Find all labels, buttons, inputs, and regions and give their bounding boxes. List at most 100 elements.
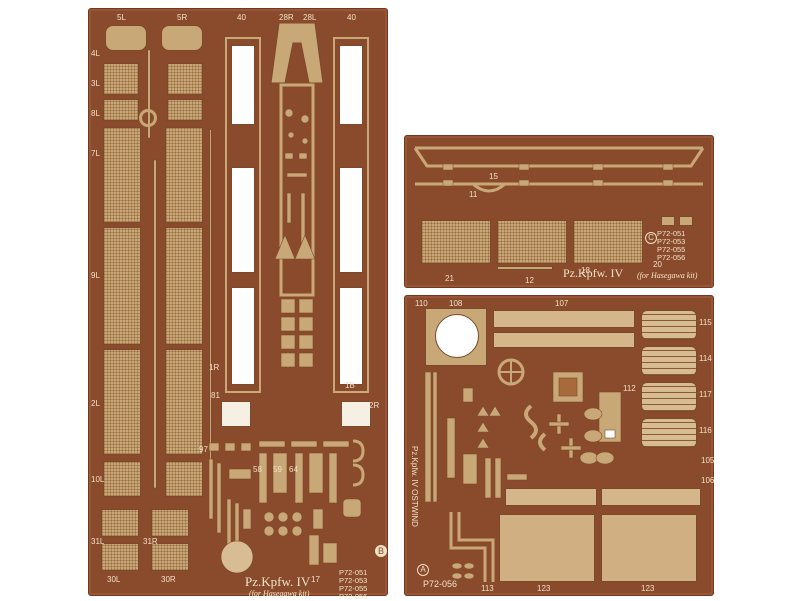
window-left-2 [231,167,255,273]
mesh-strip-right-2 [165,227,203,345]
top-right-etch-fret: 15 11 21 20 12 18 P72-051 P72-053 P72-05… [404,135,714,288]
screen-20 [497,220,567,264]
plate-10l [103,461,141,497]
label-123-b: 123 [641,584,655,593]
label-15: 15 [489,172,498,181]
mesh-strip-left-2 [103,227,141,345]
center-tapered-part [270,23,324,368]
bar-12 [497,266,553,270]
plate-3l [103,99,139,121]
mesh-strip-left-3 [103,349,141,455]
label-28r: 28R [279,13,294,22]
label-5r: 5R [177,13,188,22]
plate-bar-a [505,488,597,506]
tr-codes: P72-051 P72-053 P72-055 P72-056 [657,229,686,262]
label-11: 11 [469,190,478,199]
label-2r: 2R [369,401,380,410]
label-3l: 3L [91,79,100,88]
label-5l: 5L [117,13,126,22]
label-59: 59 [273,465,282,474]
hole-108 [435,314,479,358]
label-40-left: 40 [237,13,246,22]
ring-part [139,109,157,127]
label-12: 12 [525,276,534,285]
label-114: 114 [699,354,712,363]
box-30r [151,543,189,571]
label-10l: 10L [91,475,105,484]
left-codes: P72-051 P72-053 P72-055 P72-056 [339,568,368,601]
label-21: 21 [445,274,454,283]
slat-114 [641,346,697,376]
label-30l: 30L [107,575,121,584]
mesh-strip-left-1 [103,127,141,223]
window-left-1 [231,45,255,125]
label-58: 58 [253,465,262,474]
mark-a: A [417,564,429,576]
label-31r: 31R [143,537,158,546]
plate-123-left [499,514,595,582]
label-17: 17 [311,575,320,584]
label-113: 113 [481,584,494,593]
label-28l: 28L [303,13,317,22]
label-64: 64 [289,465,298,474]
plate-4l [103,63,139,95]
label-31l: 31L [91,537,105,546]
screen-18 [573,220,643,264]
plate-10r [165,461,203,497]
label-8l: 8L [91,109,100,118]
bar-107-b [493,332,635,348]
window-left-3 [231,287,255,385]
br-wire-parts [449,512,495,582]
label-107: 107 [555,299,569,308]
plate-4r [167,63,203,95]
window-right-1 [339,45,363,125]
top-tab-5r [161,25,203,51]
br-code: P72-056 [423,579,458,589]
label-81: 81 [211,391,220,400]
left-subtitle: (for Hasegawa kit) [249,589,310,598]
small-parts-cluster [208,439,365,574]
top-tab-5l [105,25,147,51]
box-30l [101,543,139,571]
slat-115 [641,310,697,340]
left-etch-fret: 5L 5R 4L 3L 8L 7L 9L 2L 10L 31L 31R 30L … [88,8,388,601]
tr-title: Pz.Kpfw. IV [563,266,624,280]
frame-right [333,37,369,393]
tiny-a [661,216,675,226]
slat-116 [641,418,697,448]
label-123-a: 123 [537,584,551,593]
plate-123-right [601,514,697,582]
plate-1b [341,401,371,427]
mesh-strip-right-3 [165,349,203,455]
tr-subtitle: (for Hasegawa kit) [637,271,698,280]
label-110: 110 [415,299,428,308]
tiny-b [679,216,693,226]
label-2l: 2L [91,399,100,408]
label-106: 106 [701,476,715,485]
box-31l [101,509,139,537]
window-right-2 [339,167,363,273]
label-1b: 1B [345,381,355,390]
rod-2 [153,159,157,489]
plate-bar-b [601,488,701,506]
hinge-strip-top [413,146,705,193]
label-108: 108 [449,299,463,308]
label-18: 18 [581,266,590,275]
label-40-right: 40 [347,13,356,22]
label-4l: 4L [91,49,100,58]
screen-21 [421,220,491,264]
bottom-right-etch-fret: 110 108 107 115 114 117 116 112 [404,295,714,596]
plate-81 [221,401,251,427]
label-117: 117 [699,390,712,399]
label-7l: 7L [91,149,100,158]
mesh-strip-right-1 [165,127,203,223]
bar-107-a [493,310,635,328]
label-116: 116 [699,426,712,435]
frame-left [225,37,261,393]
window-right-3 [339,287,363,385]
mark-b: B [375,545,387,557]
label-30r: 30R [161,575,176,584]
label-115: 115 [699,318,712,327]
slat-117 [641,382,697,412]
label-9l: 9L [91,271,100,280]
